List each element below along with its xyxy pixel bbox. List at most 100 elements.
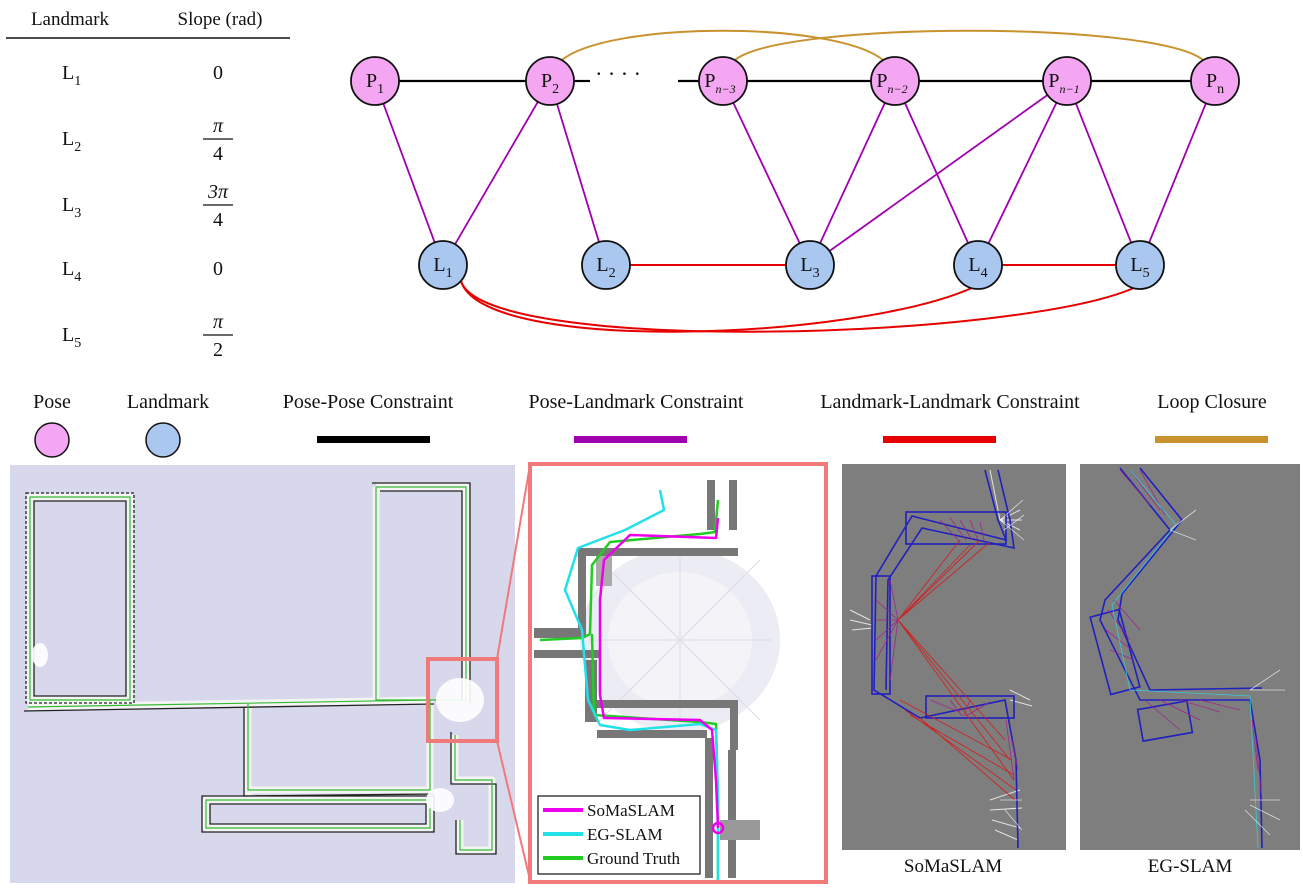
landmark-node-label: L2 <box>596 254 615 281</box>
pose-ellipsis: · · · · <box>595 61 641 86</box>
table-landmark-cell: L5 <box>62 324 81 351</box>
pose-node-circle <box>525 56 575 106</box>
inset-legend-item: Ground Truth <box>543 849 681 868</box>
pose-landmark-edge <box>1066 80 1141 266</box>
table-header-landmark: Landmark <box>31 9 110 30</box>
somaslam-map <box>842 464 1066 850</box>
pose-node-circle <box>698 56 748 106</box>
legend-pose-landmark-label: Pose-Landmark Constraint <box>529 391 744 413</box>
landmark-node-label: L4 <box>968 254 987 281</box>
somaslam-scan-rays <box>849 469 1033 841</box>
landmark-node-circle <box>418 240 468 290</box>
overview-trajectory <box>27 486 493 851</box>
landmark-node-circle <box>581 240 631 290</box>
inset-legend: SoMaSLAM EG-SLAM Ground Truth <box>537 795 701 875</box>
landmark-node: L3 <box>785 240 835 290</box>
overview-scan-blobs <box>32 643 484 812</box>
inset-legend-item: EG-SLAM <box>543 825 663 844</box>
pose-landmark-edge <box>1139 80 1216 266</box>
pose-node-label: Pn−2 <box>876 70 907 96</box>
landmark-node-circle <box>785 240 835 290</box>
fraction-numerator: 3π <box>207 181 229 203</box>
zoomed-scan-cloud <box>580 548 780 732</box>
somaslam-map-background <box>842 464 1066 850</box>
legend: Pose Landmark Pose-Pose Constraint Pose-… <box>33 391 1268 458</box>
table-slope-fraction: π4 <box>203 115 233 165</box>
pose-landmark-edge <box>374 80 444 266</box>
somaslam-landmark-walls <box>871 469 1019 849</box>
legend-landmark-label: Landmark <box>127 391 209 413</box>
legend-loop-closure-swatch <box>1155 436 1268 443</box>
inset-legend-item: SoMaSLAM <box>543 801 675 820</box>
legend-pose-label: Pose <box>33 391 71 413</box>
fraction-numerator: π <box>213 311 224 333</box>
somaslam-scan-fan <box>999 499 1025 831</box>
pose-node-circle <box>1042 56 1092 106</box>
landmark-node: L5 <box>1115 240 1165 290</box>
legend-landmark-marker <box>145 422 181 458</box>
pose-node: P1 <box>350 56 400 106</box>
table-header-slope: Slope (rad) <box>178 9 263 30</box>
zoomed-trajectories <box>539 489 725 880</box>
overview-walls <box>23 482 497 855</box>
legend-pose-pose-swatch <box>317 436 430 443</box>
legend-pose-landmark-swatch <box>574 436 687 443</box>
somaslam-caption: SoMaSLAM <box>904 856 1002 877</box>
egslam-pose-landmark-rays <box>1105 469 1263 801</box>
legend-landmark-landmark-label: Landmark-Landmark Constraint <box>820 391 1080 413</box>
landmark-node: L4 <box>953 240 1003 290</box>
table-slope-fraction: π2 <box>203 311 233 361</box>
table-landmark-cell: L4 <box>62 258 81 285</box>
pose-landmark-edge <box>549 80 607 266</box>
fraction-numerator: π <box>213 115 224 137</box>
pose-node: Pn−1 <box>1042 56 1092 106</box>
pose-node: Pn−3 <box>698 56 748 106</box>
egslam-scan-fan <box>1169 509 1285 836</box>
legend-loop-closure-label: Loop Closure <box>1157 391 1267 413</box>
landmark-node-label: L3 <box>800 254 819 281</box>
legend-pose-marker <box>34 422 70 458</box>
inset-legend-label: SoMaSLAM <box>587 801 675 820</box>
egslam-caption: EG-SLAM <box>1148 856 1233 877</box>
zoomed-map: SoMaSLAM EG-SLAM Ground Truth <box>528 462 828 884</box>
pose-landmark-edge <box>809 80 896 266</box>
loop-closure-edge <box>561 29 884 61</box>
zoomed-map-border <box>528 462 828 884</box>
pose-node-circle <box>1190 56 1240 106</box>
pose-landmark-edge <box>722 80 811 266</box>
table-slope-fraction: 3π4 <box>203 181 233 231</box>
pose-node-label: Pn−1 <box>1048 70 1079 96</box>
zoom-connector-bottom <box>496 740 531 881</box>
table-slope-cell: 0 <box>213 62 223 84</box>
landmark-node-circle <box>953 240 1003 290</box>
fraction-denominator: 4 <box>213 209 223 231</box>
pose-node-label: Pn <box>1206 70 1224 97</box>
pose-node: P2 <box>525 56 575 106</box>
landmark-landmark-edge <box>460 280 1137 333</box>
egslam-trajectory <box>1111 469 1259 849</box>
somaslam-pose-landmark-rays <box>875 517 1019 781</box>
loop-closure-edge <box>734 29 1204 61</box>
zoom-connector-top <box>496 464 531 660</box>
pose-landmark-edge <box>977 80 1068 266</box>
landmark-landmark-edge <box>460 280 975 333</box>
landmark-node: L1 <box>418 240 468 290</box>
overview-map <box>10 464 531 883</box>
egslam-map-background <box>1080 464 1300 850</box>
pose-node: Pn−2 <box>870 56 920 106</box>
landmark-node-label: L1 <box>433 254 452 281</box>
landmark-node-circle <box>1115 240 1165 290</box>
landmark-node: L2 <box>581 240 631 290</box>
egslam-map <box>1080 464 1300 850</box>
legend-pose-pose-label: Pose-Pose Constraint <box>283 391 454 413</box>
zoomed-walls <box>534 480 760 878</box>
table-landmark-cell: L1 <box>62 62 81 89</box>
pose-node-label: Pn−3 <box>704 70 735 96</box>
pose-landmark-edge <box>894 80 979 266</box>
pose-node: Pn <box>1190 56 1240 106</box>
legend-landmark-landmark-swatch <box>883 436 996 443</box>
pose-landmark-edge <box>809 80 1068 266</box>
